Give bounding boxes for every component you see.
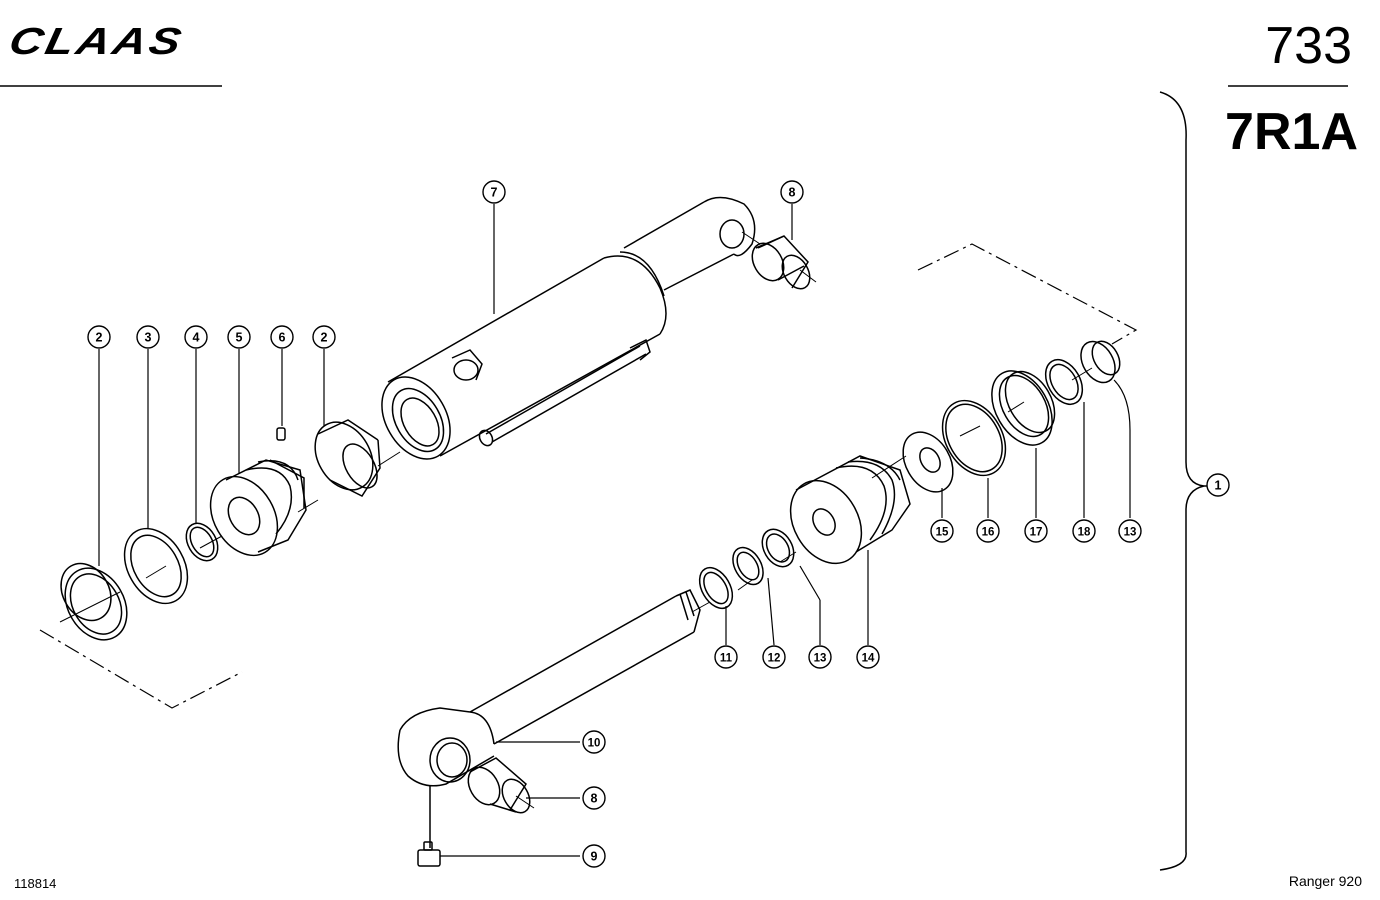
part-12-ring — [732, 546, 764, 586]
part-13-ring-lower — [761, 528, 795, 568]
callout-4: 4 — [184, 325, 208, 349]
callout-13: 13 — [808, 645, 832, 669]
assembly-bracket — [1159, 91, 1205, 871]
callout-label: 14 — [862, 653, 875, 665]
callout-3: 3 — [136, 325, 160, 349]
callout-label: 8 — [591, 792, 598, 806]
callout-17: 17 — [1024, 519, 1048, 543]
callout-label: 8 — [789, 186, 796, 200]
callout-10: 10 — [582, 730, 606, 754]
callout-1: 1 — [1206, 473, 1230, 497]
callout-label: 13 — [814, 653, 827, 665]
callout-label: 18 — [1078, 527, 1091, 539]
part-6-set-screw — [276, 427, 286, 441]
centre-lines — [59, 231, 1093, 809]
leader-lines — [98, 204, 1131, 857]
callout-label: 13 — [1124, 527, 1137, 539]
callout-12: 12 — [762, 645, 786, 669]
callout-7: 7 — [482, 180, 506, 204]
part-8-bushing-lower — [467, 757, 531, 814]
group-code: 7R1A — [1225, 103, 1358, 161]
callout-label: 4 — [193, 331, 200, 345]
callout-8: 8 — [582, 786, 606, 810]
callout-label: 3 — [145, 331, 152, 345]
part-9-grease-nipple — [417, 841, 441, 867]
callout-6: 6 — [270, 325, 294, 349]
callout-label: 2 — [96, 331, 103, 345]
part-3-seal — [123, 527, 189, 605]
callout-label: 15 — [936, 527, 949, 539]
dash-dot-guides — [39, 243, 1138, 709]
part-7-cylinder-barrel — [381, 196, 756, 460]
page-number: 733 — [1265, 17, 1352, 75]
callout-5: 5 — [227, 325, 251, 349]
callout-label: 12 — [768, 653, 781, 665]
callout-9: 9 — [582, 844, 606, 868]
callout-label: 7 — [491, 186, 498, 200]
part-10-piston-rod — [397, 589, 701, 848]
part-18-ring — [1044, 358, 1084, 406]
callout-label: 5 — [236, 331, 243, 345]
callout-15: 15 — [930, 519, 954, 543]
callout-18: 18 — [1072, 519, 1096, 543]
callout-11: 11 — [714, 645, 738, 669]
drawing-number: 118814 — [14, 876, 57, 891]
callout-label: 16 — [982, 527, 995, 539]
callout-8: 8 — [780, 180, 804, 204]
callout-13: 13 — [1118, 519, 1142, 543]
part-4-o-ring — [185, 522, 219, 562]
callout-label: 9 — [591, 850, 598, 864]
callout-label: 1 — [1215, 479, 1222, 493]
part-2-guide-ring — [60, 562, 128, 641]
part-8-bushing-upper — [751, 235, 811, 290]
part-16-o-ring — [941, 399, 1007, 477]
callout-label: 2 — [321, 331, 328, 345]
callout-label: 17 — [1030, 527, 1043, 539]
callout-14: 14 — [856, 645, 880, 669]
part-17-seal — [991, 370, 1056, 446]
part-13-ring-upper — [1080, 340, 1121, 384]
part-2-guide-ring-upper — [314, 419, 381, 497]
callout-16: 16 — [976, 519, 1000, 543]
callout-label: 6 — [279, 331, 286, 345]
callout-2: 2 — [312, 325, 336, 349]
callout-label: 10 — [588, 738, 601, 750]
part-11-ring — [698, 566, 734, 610]
machine-model: Ranger 920 — [1288, 873, 1362, 889]
callout-2: 2 — [87, 325, 111, 349]
part-14-cylinder-head — [789, 455, 911, 565]
part-15-wiper — [902, 431, 954, 493]
callout-label: 11 — [720, 653, 733, 665]
part-5-piston — [209, 459, 307, 557]
